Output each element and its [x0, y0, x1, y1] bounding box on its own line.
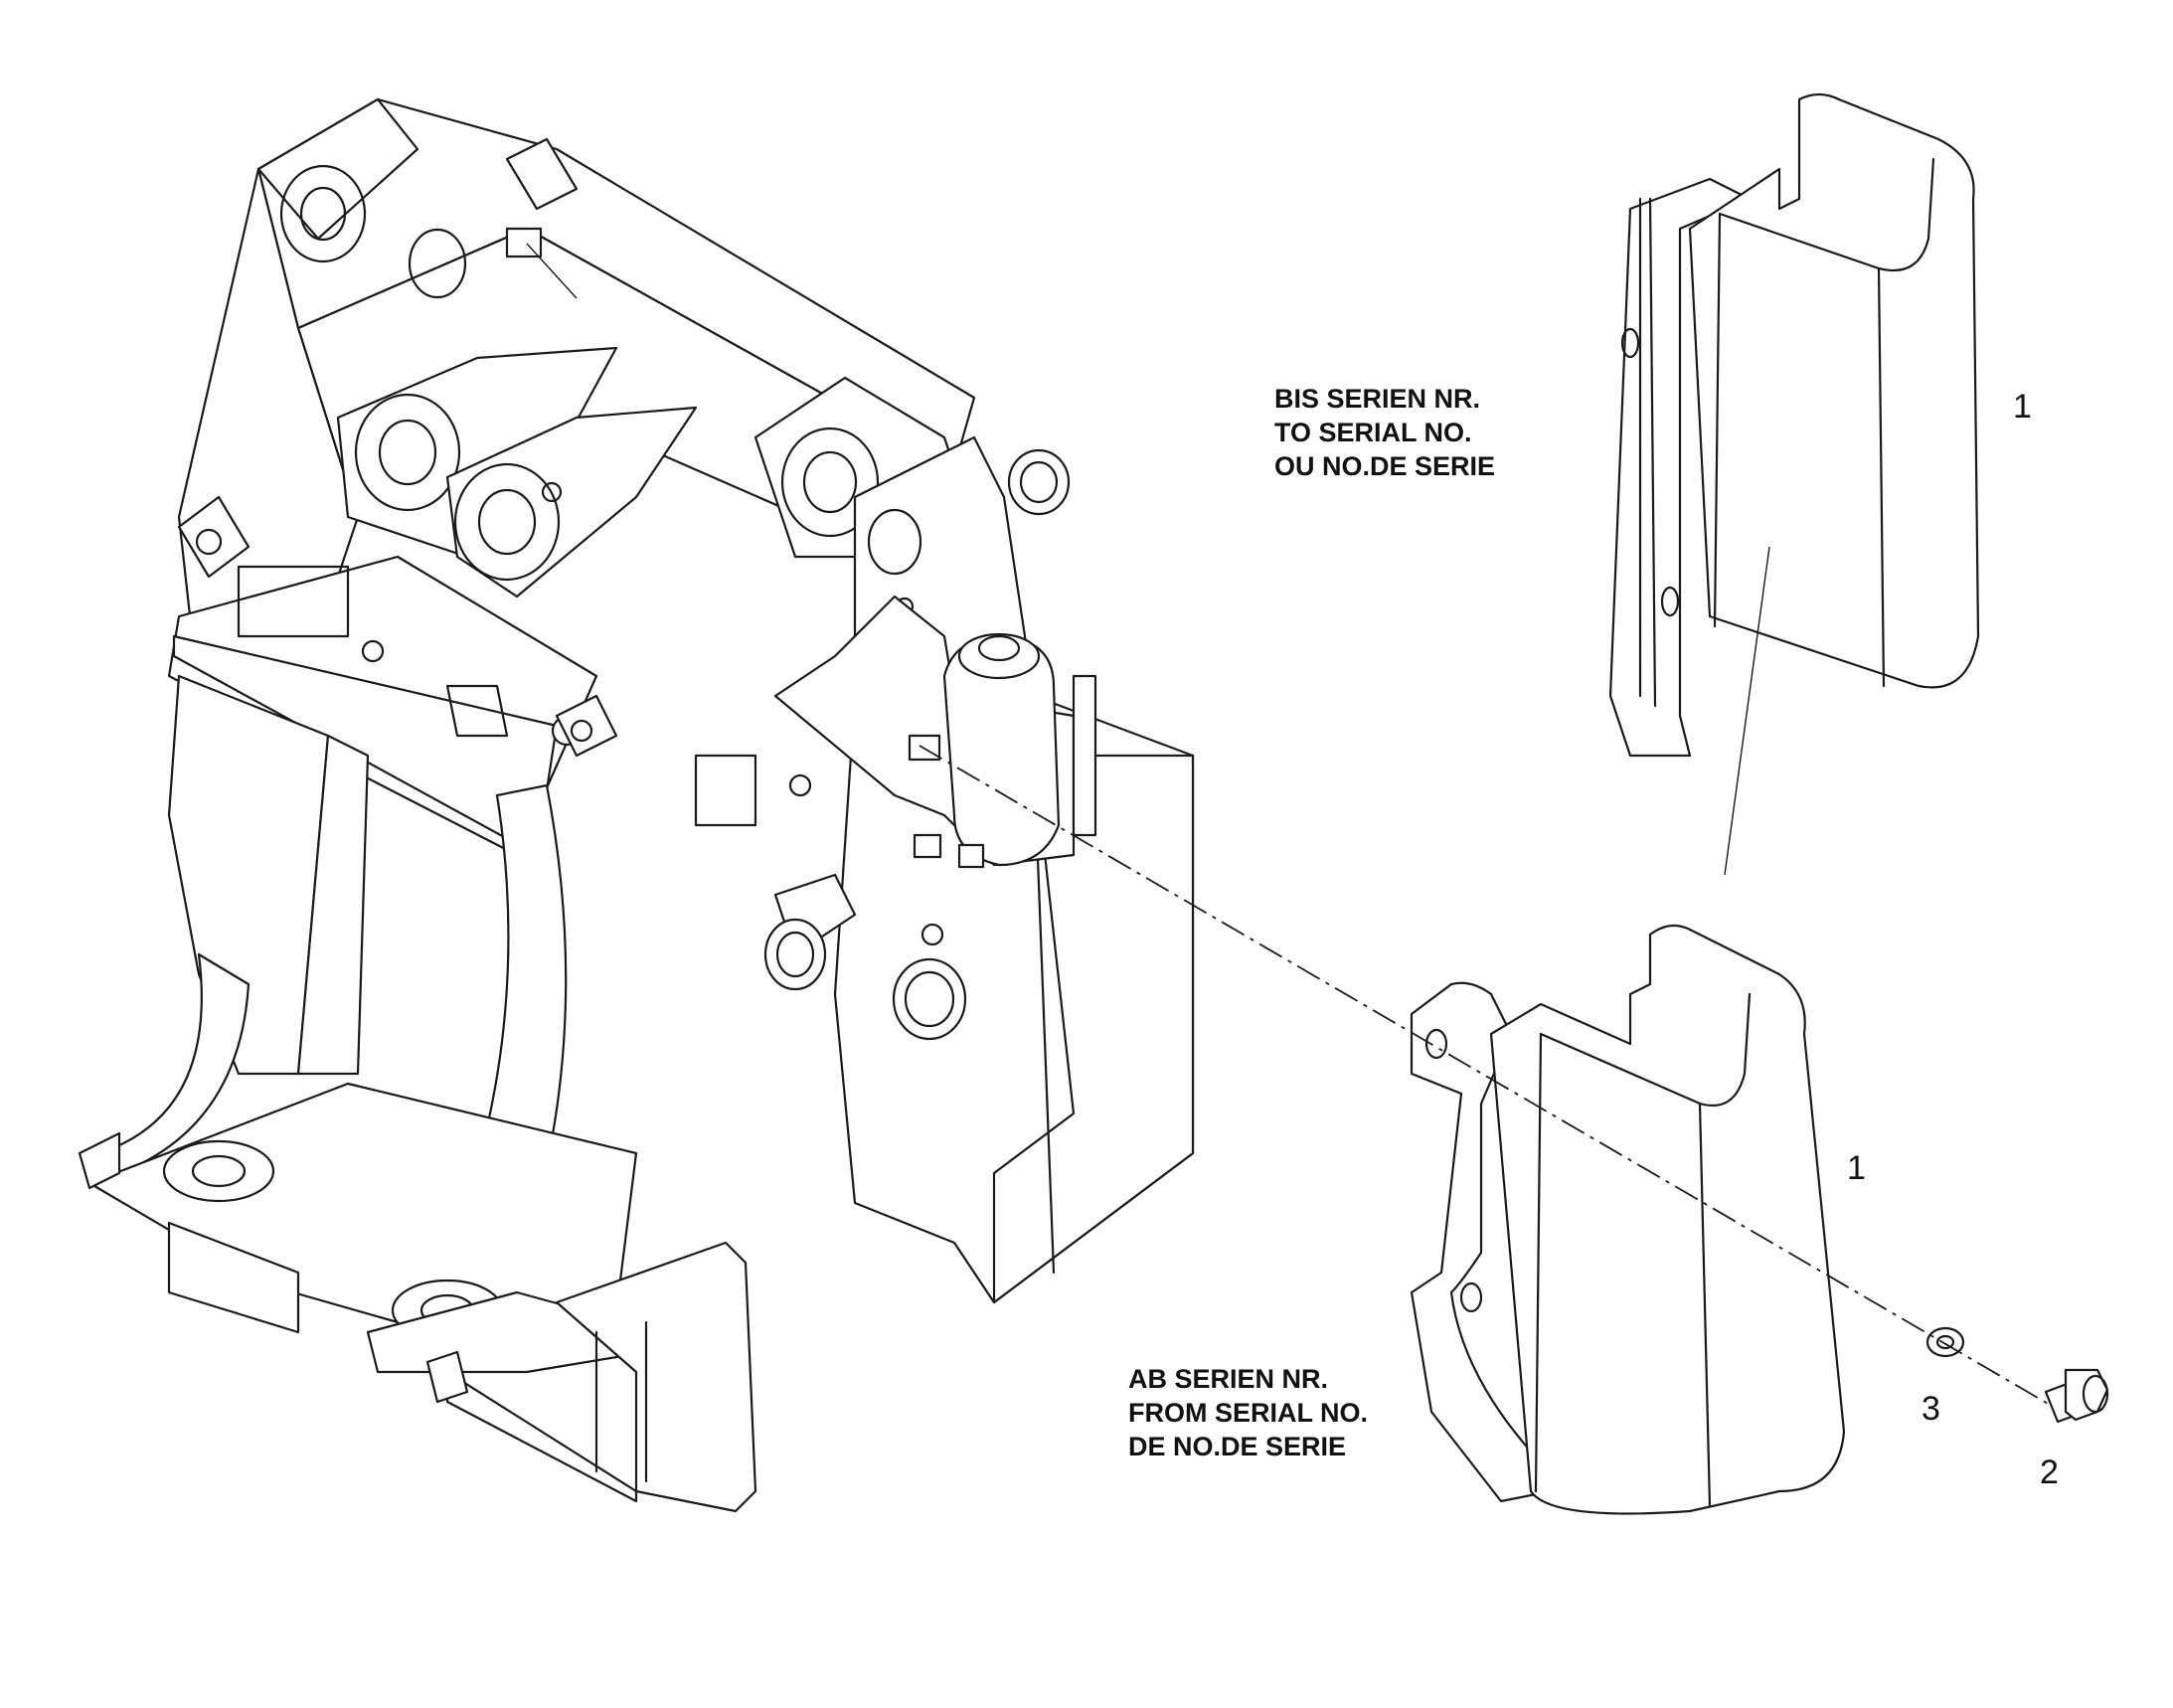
callout-cover-upper: 1 [2013, 388, 2032, 426]
machine-frame [78, 97, 1195, 1513]
cover-lower [1410, 924, 1846, 1515]
bolt [2044, 1368, 2109, 1424]
note-upper-line-3: OU NO.DE SERIE [1274, 451, 1496, 481]
note-upper-line-2: TO SERIAL NO. [1274, 418, 1472, 447]
callout-cover-lower: 1 [1847, 1149, 1866, 1187]
cover-upper [1608, 92, 1980, 876]
callout-bolt: 2 [2040, 1453, 2059, 1491]
note-lower-line-3: DE NO.DE SERIE [1128, 1432, 1347, 1461]
note-upper-line-1: BIS SERIEN NR. [1274, 384, 1481, 414]
note-upper-serial: BIS SERIEN NR. TO SERIAL NO. OU NO.DE SE… [1274, 382, 1495, 483]
note-lower-serial: AB SERIEN NR. FROM SERIAL NO. DE NO.DE S… [1128, 1362, 1368, 1463]
note-lower-line-2: FROM SERIAL NO. [1128, 1398, 1369, 1428]
callout-washer: 3 [1922, 1390, 1940, 1428]
note-lower-line-1: AB SERIEN NR. [1128, 1364, 1329, 1394]
